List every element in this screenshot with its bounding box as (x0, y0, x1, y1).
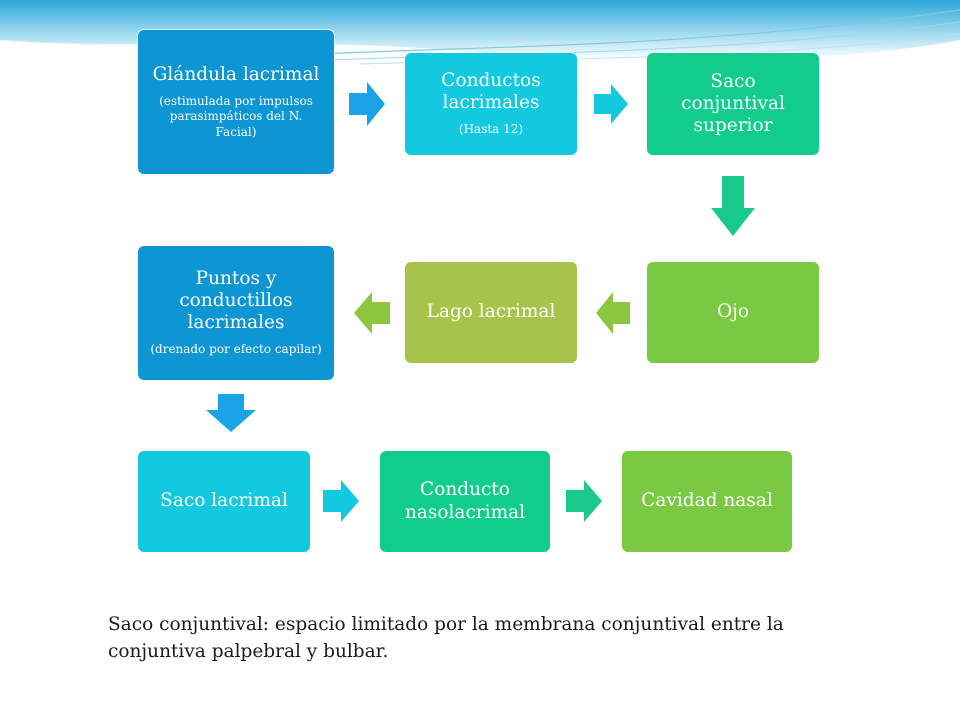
node-lago-lacrimal: Lago lacrimal (405, 262, 577, 363)
arrow-down-icon (206, 394, 256, 432)
node-saco-lacrimal: Saco lacrimal (138, 451, 310, 552)
node-conducto-nasolacrimal: Conducto nasolacrimal (380, 451, 550, 552)
node-puntos-conductillos: Puntos y conductillos lacrimales (drenad… (138, 246, 334, 380)
node-subtitle: (Hasta 12) (458, 122, 524, 137)
node-title: Saco conjuntival superior (681, 70, 785, 137)
arrow-right-icon (323, 480, 359, 522)
arrow-right-icon (566, 480, 602, 522)
arrow-right-icon (594, 84, 628, 124)
node-saco-conjuntival-superior: Saco conjuntival superior (647, 53, 819, 155)
arrow-down-icon (711, 176, 755, 236)
node-glandula-lacrimal: Glándula lacrimal (estimulada por impuls… (138, 30, 334, 174)
definition-note: Saco conjuntival: espacio limitado por l… (108, 614, 784, 662)
node-title: Lago lacrimal (426, 301, 556, 323)
node-title: Saco lacrimal (160, 490, 288, 512)
node-subtitle: (drenado por efecto capilar) (150, 342, 322, 357)
arrow-right-icon (349, 82, 385, 126)
node-cavidad-nasal: Cavidad nasal (622, 451, 792, 552)
node-title: Ojo (716, 301, 750, 323)
arrow-left-icon (354, 292, 390, 334)
node-title: Puntos y conductillos lacrimales (179, 267, 293, 334)
arrow-left-icon (596, 292, 630, 334)
node-title: Glándula lacrimal (152, 63, 320, 85)
node-title: Conducto nasolacrimal (404, 479, 526, 523)
node-title: Conductos lacrimales (441, 70, 541, 114)
node-ojo: Ojo (647, 262, 819, 363)
node-title: Cavidad nasal (641, 490, 773, 512)
node-conductos-lacrimales: Conductos lacrimales (Hasta 12) (405, 53, 577, 155)
node-subtitle: (estimulada por impulsos parasimpáticos … (159, 93, 313, 139)
